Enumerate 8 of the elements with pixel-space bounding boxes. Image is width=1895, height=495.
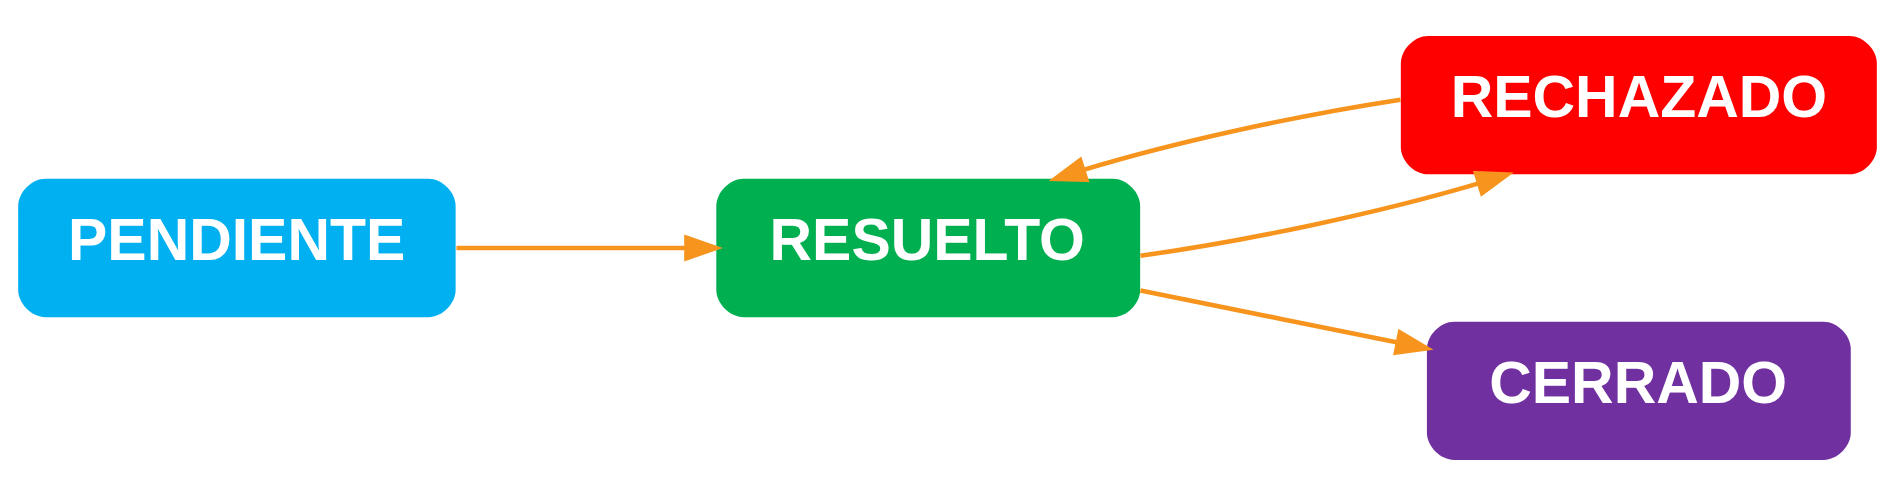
node-box: RECHAZADO (1400, 35, 1877, 174)
arrow (1048, 96, 1401, 182)
arrow (1140, 170, 1514, 258)
node-box: CERRADO (1426, 321, 1851, 460)
node-box: PENDIENTE (18, 178, 456, 317)
node-box: RESUELTO (716, 178, 1141, 317)
arrow (456, 234, 723, 261)
arrow (1140, 287, 1434, 355)
